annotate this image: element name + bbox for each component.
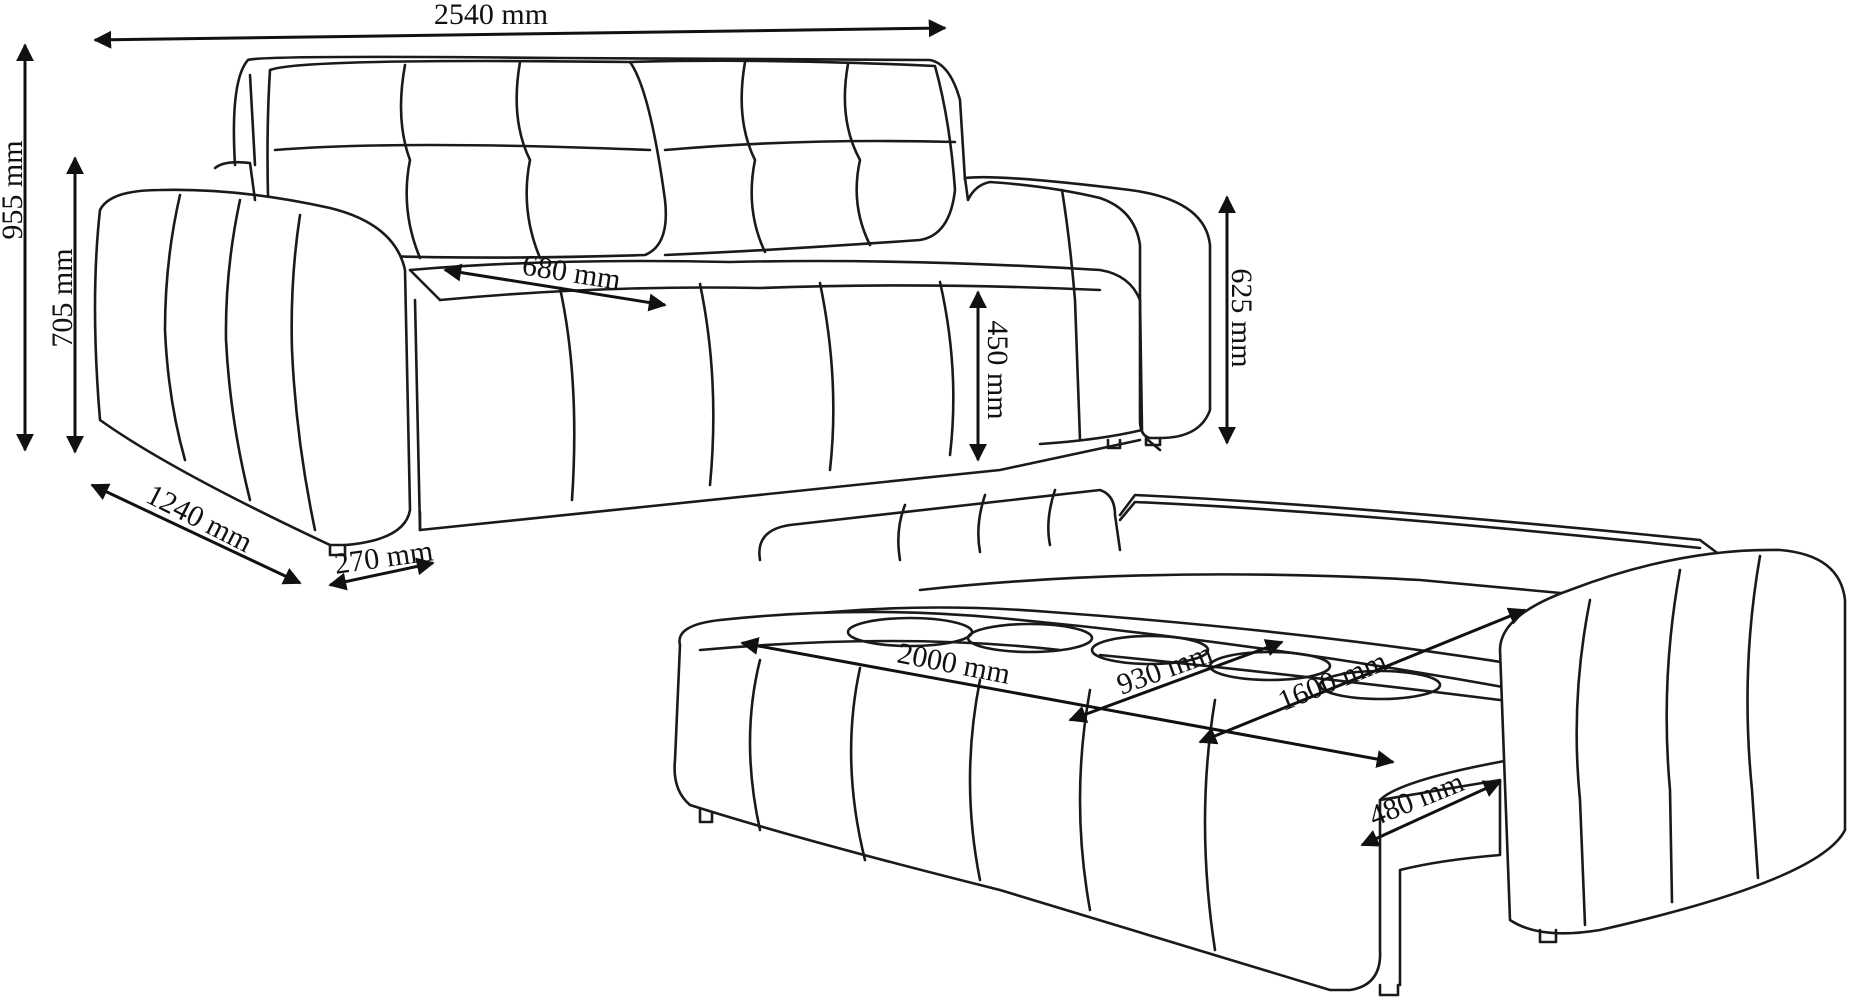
depth-dim-line bbox=[90, 483, 302, 585]
bed-width-dim-line bbox=[1198, 607, 1527, 745]
width-dim-line bbox=[93, 19, 947, 49]
total-height-label: 955 mm bbox=[0, 140, 29, 239]
back-cushions bbox=[266, 59, 957, 260]
width-label: 2540 mm bbox=[434, 0, 548, 31]
dimension-lines bbox=[16, 19, 1527, 847]
sofa-bed-drawing bbox=[673, 488, 1847, 997]
back-height-label: 625 mm bbox=[1225, 268, 1258, 367]
left-armrest bbox=[93, 160, 412, 557]
sofa-drawing bbox=[93, 55, 1212, 557]
armrest-height-label: 705 mm bbox=[46, 248, 79, 347]
armrest-width-dim-line bbox=[328, 557, 435, 591]
storage-height-dim-line bbox=[1360, 780, 1502, 847]
seat-height-label: 450 mm bbox=[981, 320, 1014, 419]
seat-depth-dim-line bbox=[443, 263, 667, 312]
